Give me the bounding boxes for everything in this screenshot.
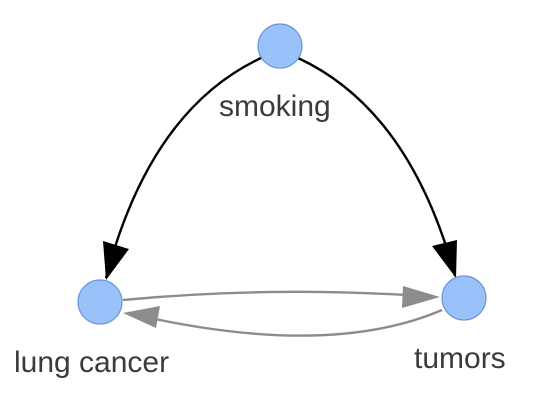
edge-smoking-to-tumors — [297, 56, 457, 277]
edge-smoking-to-lung-cancer — [104, 56, 262, 279]
edge-lung-cancer-to-tumors — [122, 290, 423, 302]
arrowhead-lung-cancer-to-tumors — [402, 286, 440, 308]
node-label-lung-cancer: lung cancer — [14, 346, 170, 379]
node-smoking — [257, 23, 303, 69]
node-label-smoking: smoking — [219, 90, 331, 123]
edge-tumors-to-lung-cancer — [140, 308, 443, 337]
arrowhead-smoking-to-lung-cancer — [103, 241, 129, 280]
arrowhead-smoking-to-tumors — [432, 240, 457, 278]
node-tumors — [441, 275, 487, 321]
arrowhead-tumors-to-lung-cancer — [123, 306, 160, 328]
node-lung-cancer — [77, 279, 123, 325]
node-label-tumors: tumors — [414, 342, 506, 375]
